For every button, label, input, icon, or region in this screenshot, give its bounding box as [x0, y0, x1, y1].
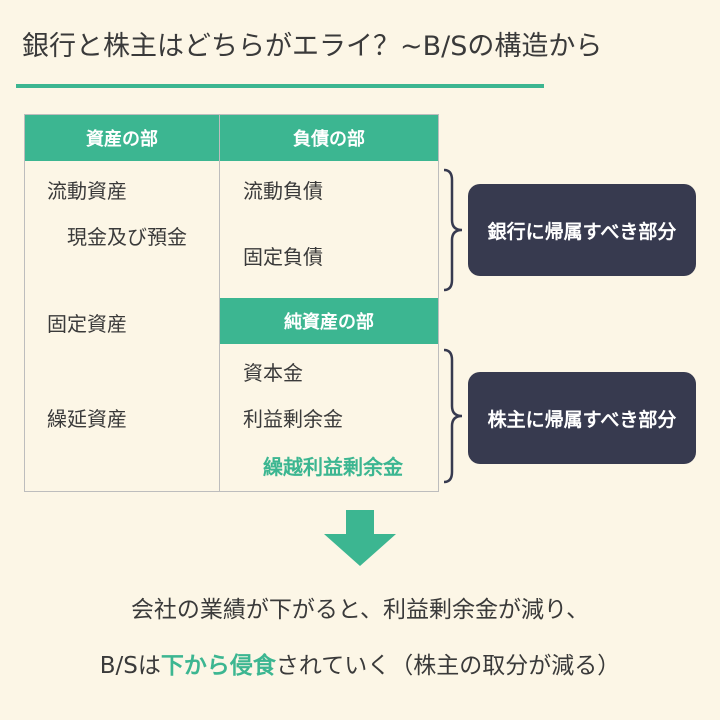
current-liabilities-label: 流動負債	[243, 179, 323, 203]
assets-header: 資産の部	[25, 115, 219, 161]
fixed-assets-label: 固定資産	[47, 312, 127, 336]
equity-header: 純資産の部	[220, 298, 438, 344]
retained-earnings-label: 繰越利益剰余金	[263, 455, 403, 479]
current-assets-label: 流動資産	[47, 179, 127, 203]
conclusion-suffix: されていく（株主の取分が減る）	[275, 653, 621, 679]
down-arrow-icon	[324, 510, 396, 566]
balance-sheet: 資産の部 負債の部 純資産の部 流動資産 現金及び預金 固定資産 繰延資産 流動…	[24, 114, 439, 492]
page-title: 銀行と株主はどちらがエライ？~B/Sの構造から	[22, 31, 603, 62]
balance-sheet-divider	[219, 115, 220, 491]
capital-label: 資本金	[243, 361, 303, 385]
capital-surplus-label: 利益剰余金	[243, 407, 343, 431]
title-underline	[16, 84, 544, 88]
conclusion-line-2: B/Sは下から侵食されていく（株主の取分が減る）	[0, 646, 720, 680]
fixed-liabilities-label: 固定負債	[243, 245, 323, 269]
deferred-assets-label: 繰延資産	[47, 407, 127, 431]
conclusion-highlight: 下から侵食	[160, 653, 276, 679]
conclusion-prefix: B/Sは	[99, 653, 161, 679]
liabilities-header: 負債の部	[220, 115, 438, 161]
brace-liabilities-icon	[443, 168, 463, 292]
shareholder-portion-callout: 株主に帰属すべき部分	[468, 372, 696, 464]
cash-deposits-label: 現金及び預金	[67, 225, 187, 249]
bank-portion-callout: 銀行に帰属すべき部分	[468, 184, 696, 276]
brace-equity-icon	[443, 348, 463, 484]
conclusion-line-1: 会社の業績が下がると、利益剰余金が減り、	[130, 597, 590, 623]
